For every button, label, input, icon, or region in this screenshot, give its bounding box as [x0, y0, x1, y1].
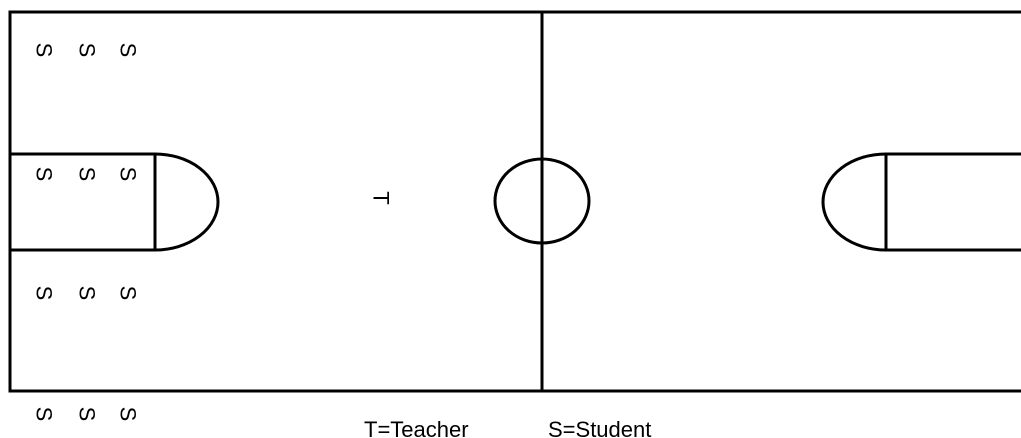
student-marker: S	[116, 167, 141, 182]
student-marker: S	[32, 407, 57, 422]
student-marker: S	[32, 286, 57, 301]
teacher-marker: T	[369, 191, 394, 204]
left-key	[10, 152, 220, 252]
court-outline	[8, 10, 1021, 393]
legend-student: S=Student	[548, 417, 651, 438]
student-marker: S	[116, 286, 141, 301]
student-marker: S	[32, 167, 57, 182]
center-circle	[493, 157, 591, 245]
student-marker: S	[75, 286, 100, 301]
student-marker: S	[32, 43, 57, 58]
student-marker: S	[116, 43, 141, 58]
student-marker: S	[75, 407, 100, 422]
legend-teacher: T=Teacher	[364, 417, 469, 438]
student-markers: S S S S S S S S S S S S	[32, 43, 141, 422]
student-marker: S	[75, 167, 100, 182]
right-key	[821, 152, 1021, 252]
student-marker: S	[75, 43, 100, 58]
student-marker: S	[116, 407, 141, 422]
